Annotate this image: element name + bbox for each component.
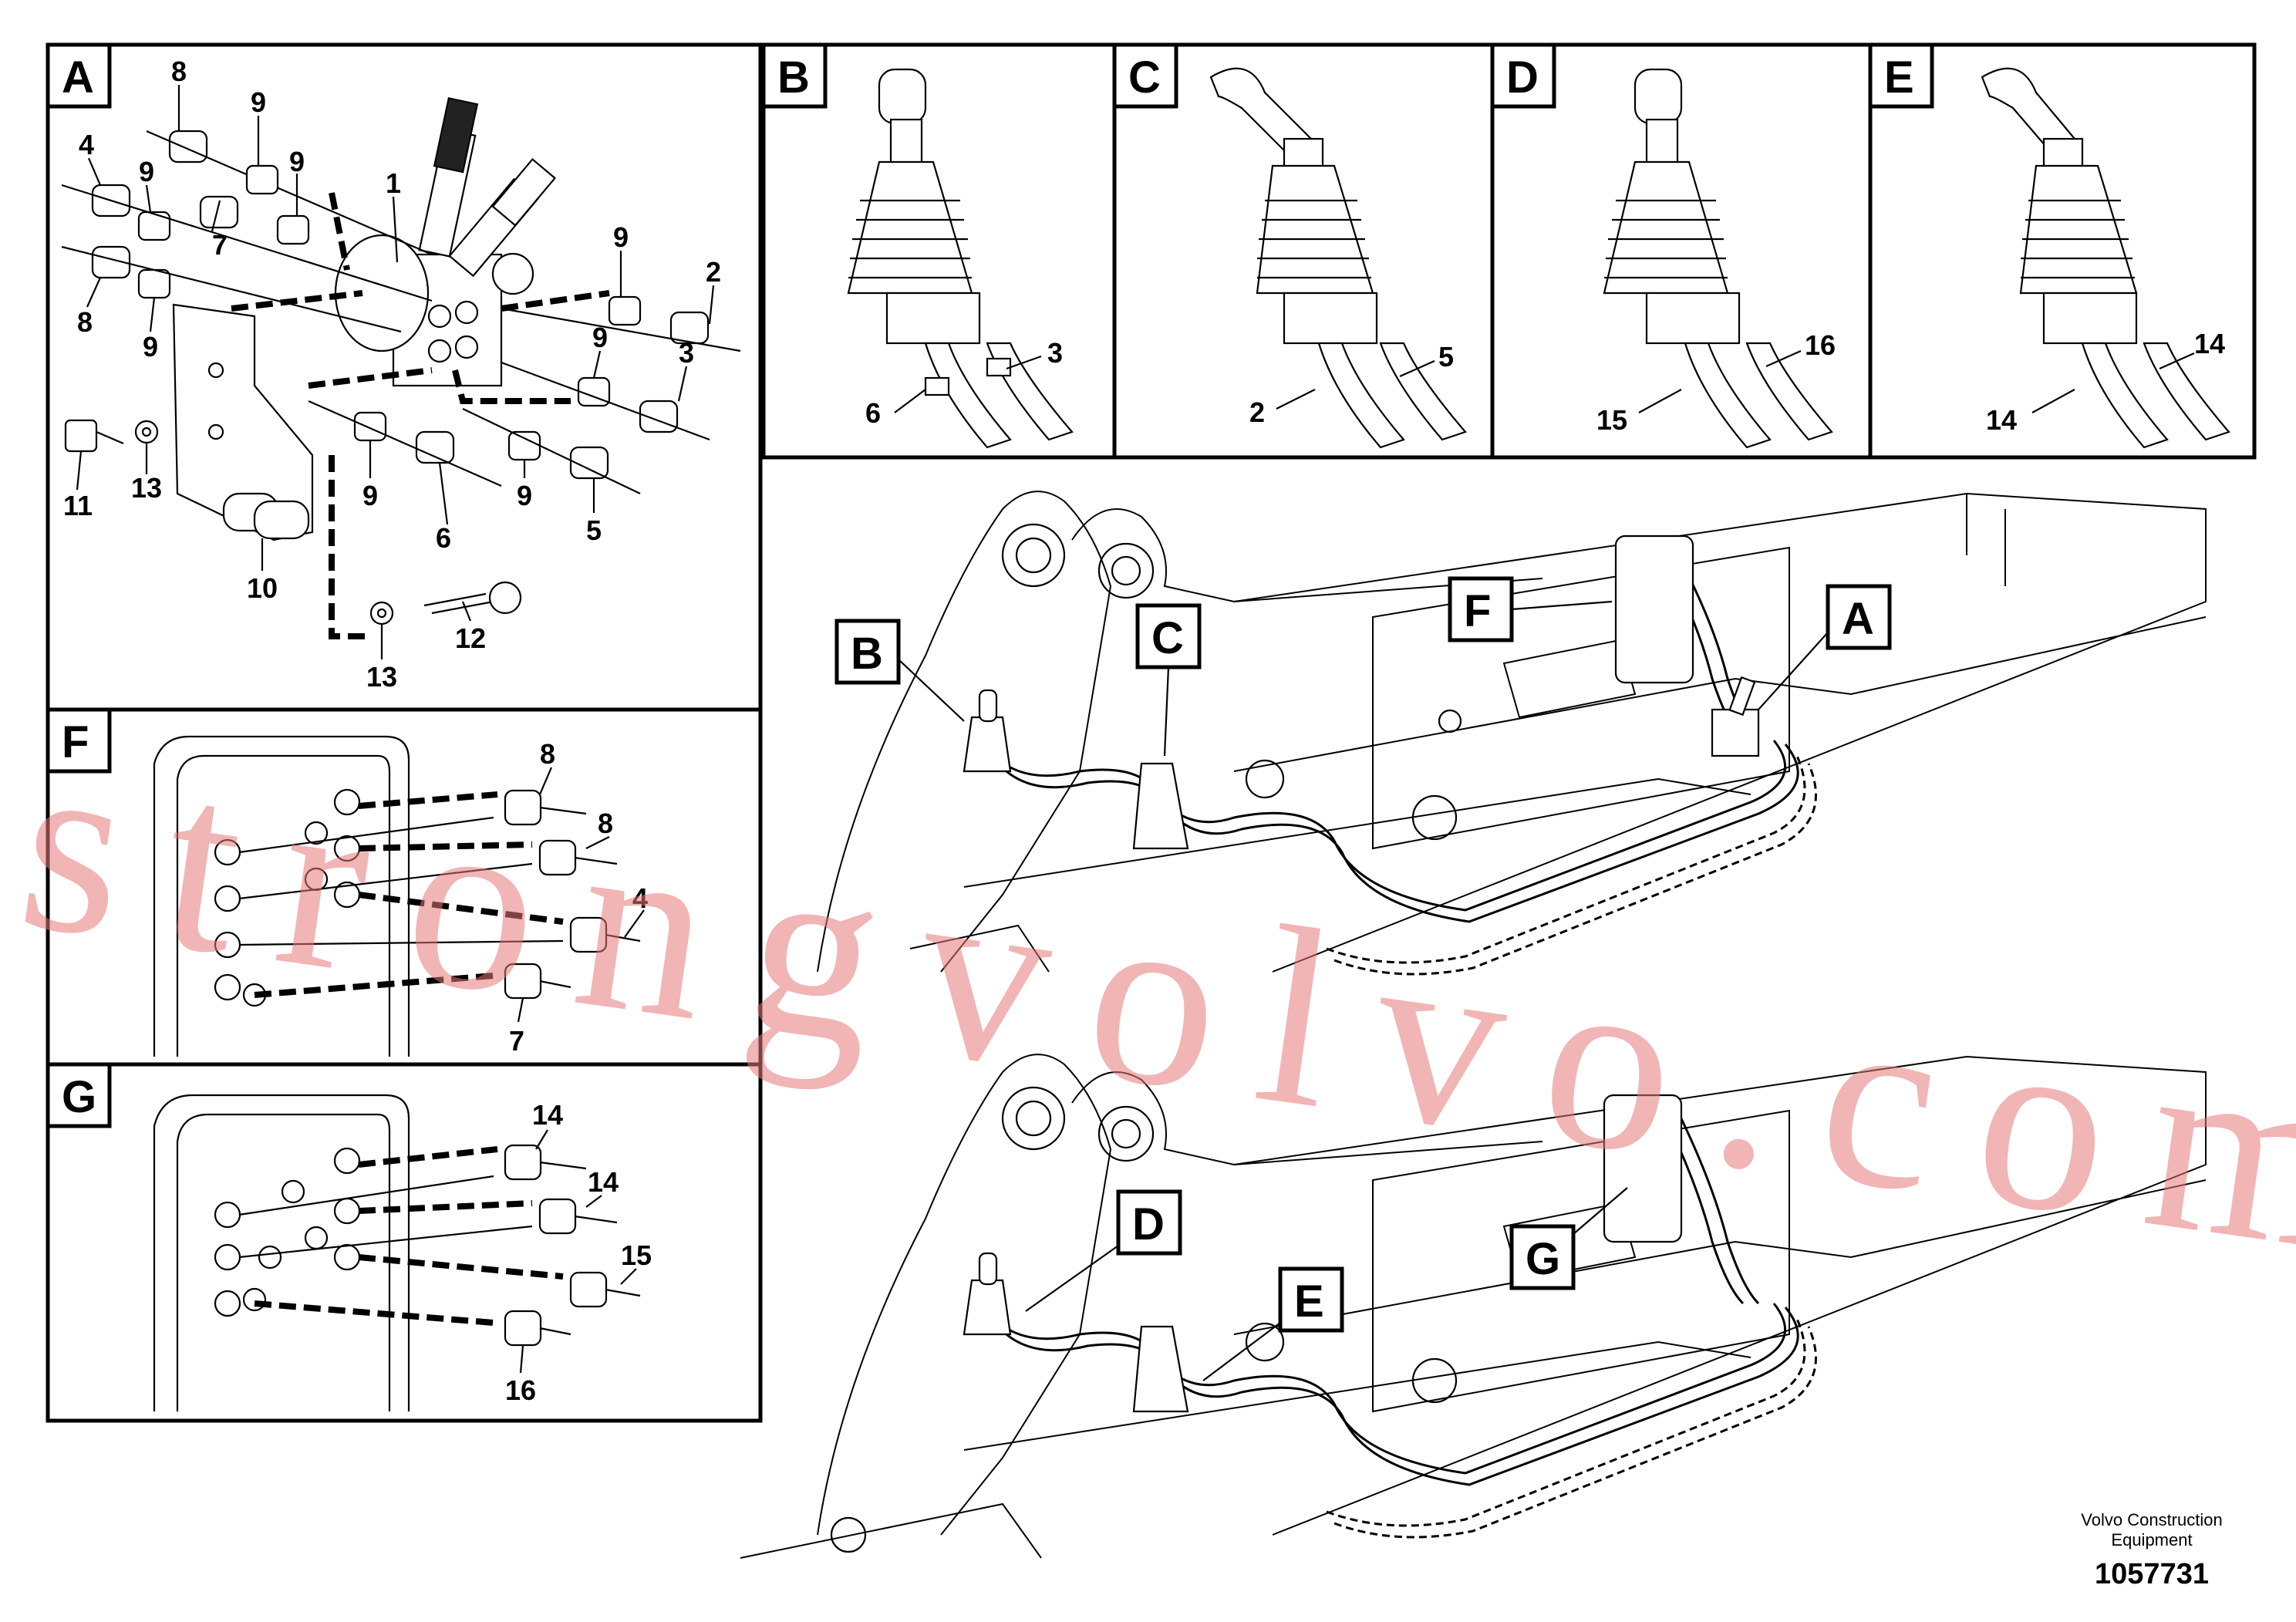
joystick-e (1981, 67, 2230, 449)
callout-g-15: 15 (621, 1239, 652, 1271)
panel-b-letter: B (777, 52, 810, 103)
callout-a-13b: 13 (366, 661, 397, 693)
callout-a-9f: 9 (143, 331, 158, 363)
bracket-plate (172, 303, 314, 541)
panel-g: G 14 14 15 (46, 1062, 763, 1423)
callout-d-15: 15 (1596, 404, 1627, 436)
overview-label-a: A (1842, 594, 1874, 644)
callout-a-11: 11 (63, 490, 93, 521)
callout-a-9: 9 (251, 86, 266, 118)
credit-text: Volvo Construction Equipment (2036, 1510, 2267, 1550)
panel-e-letter: E (1884, 52, 1914, 103)
callout-e-14: 14 (2194, 328, 2225, 359)
callout-a-10: 10 (247, 572, 278, 604)
joystick-b (847, 68, 1074, 449)
callout-a-2: 2 (706, 256, 721, 288)
callout-f-8: 8 (540, 738, 555, 770)
joystick-d (1603, 68, 1833, 449)
overview-label-c: C (1151, 613, 1184, 663)
callout-a-1: 1 (386, 167, 401, 199)
panel-d: D 16 15 (1490, 42, 1873, 460)
callout-g-16: 16 (505, 1374, 536, 1406)
overview-lower (740, 1054, 2207, 1559)
callout-a-3: 3 (679, 337, 694, 369)
overview-label-g: G (1526, 1234, 1560, 1284)
joystick-c (1209, 67, 1467, 449)
callout-f-8b: 8 (598, 808, 613, 839)
callout-b-6: 6 (865, 397, 881, 429)
panel-f-letter: F (62, 717, 89, 767)
callout-f-4: 4 (632, 882, 648, 914)
callout-c-5: 5 (1438, 341, 1454, 373)
overview-upper (817, 491, 2207, 976)
callout-a-7: 7 (212, 229, 228, 261)
callout-a-4: 4 (79, 129, 94, 160)
credit-line-2: Equipment (2111, 1530, 2193, 1549)
callout-b-3: 3 (1047, 337, 1063, 369)
callout-g-14b: 14 (588, 1166, 619, 1198)
panel-d-letter: D (1506, 52, 1539, 103)
panel-c: C 5 2 (1112, 42, 1495, 460)
callout-a-9e: 9 (592, 322, 608, 353)
callout-g-14: 14 (532, 1099, 563, 1131)
callout-a-13: 13 (131, 472, 162, 504)
f-fittings (214, 788, 641, 1007)
credit-line-1: Volvo Construction (2081, 1510, 2223, 1529)
callout-e-14b: 14 (1986, 404, 2017, 436)
overview-label-b: B (851, 629, 883, 679)
callout-c-2: 2 (1249, 396, 1265, 428)
panel-b: B 3 6 (761, 42, 1117, 460)
callout-a-9b: 9 (289, 146, 305, 177)
callout-a-9c: 9 (139, 156, 154, 187)
joystick-valve-drawing (334, 97, 557, 387)
callout-d-16: 16 (1805, 329, 1836, 361)
callout-a-12: 12 (455, 622, 486, 654)
panel-f: F 8 8 4 (46, 707, 763, 1067)
fittings-drawing (61, 130, 741, 639)
overview-label-e: E (1294, 1276, 1324, 1327)
callout-a-8: 8 (171, 56, 187, 87)
panel-e: E 14 14 (1868, 42, 2257, 460)
callout-f-7: 7 (509, 1025, 524, 1057)
document-number: 1057731 (2095, 1558, 2209, 1590)
callout-a-9g: 9 (362, 480, 378, 511)
g-fittings (214, 1144, 641, 1347)
overview-label-f: F (1464, 586, 1491, 636)
callout-a-9h: 9 (517, 480, 532, 511)
panel-a-letter: A (62, 52, 94, 103)
callout-a-5: 5 (586, 514, 602, 546)
callout-a-6: 6 (436, 522, 451, 554)
panel-a: A (46, 42, 763, 712)
panel-g-letter: G (62, 1072, 96, 1122)
overview-label-d: D (1132, 1199, 1165, 1249)
callout-a-8b: 8 (77, 306, 93, 338)
callout-a-9d: 9 (613, 221, 629, 253)
panel-c-letter: C (1128, 52, 1161, 103)
